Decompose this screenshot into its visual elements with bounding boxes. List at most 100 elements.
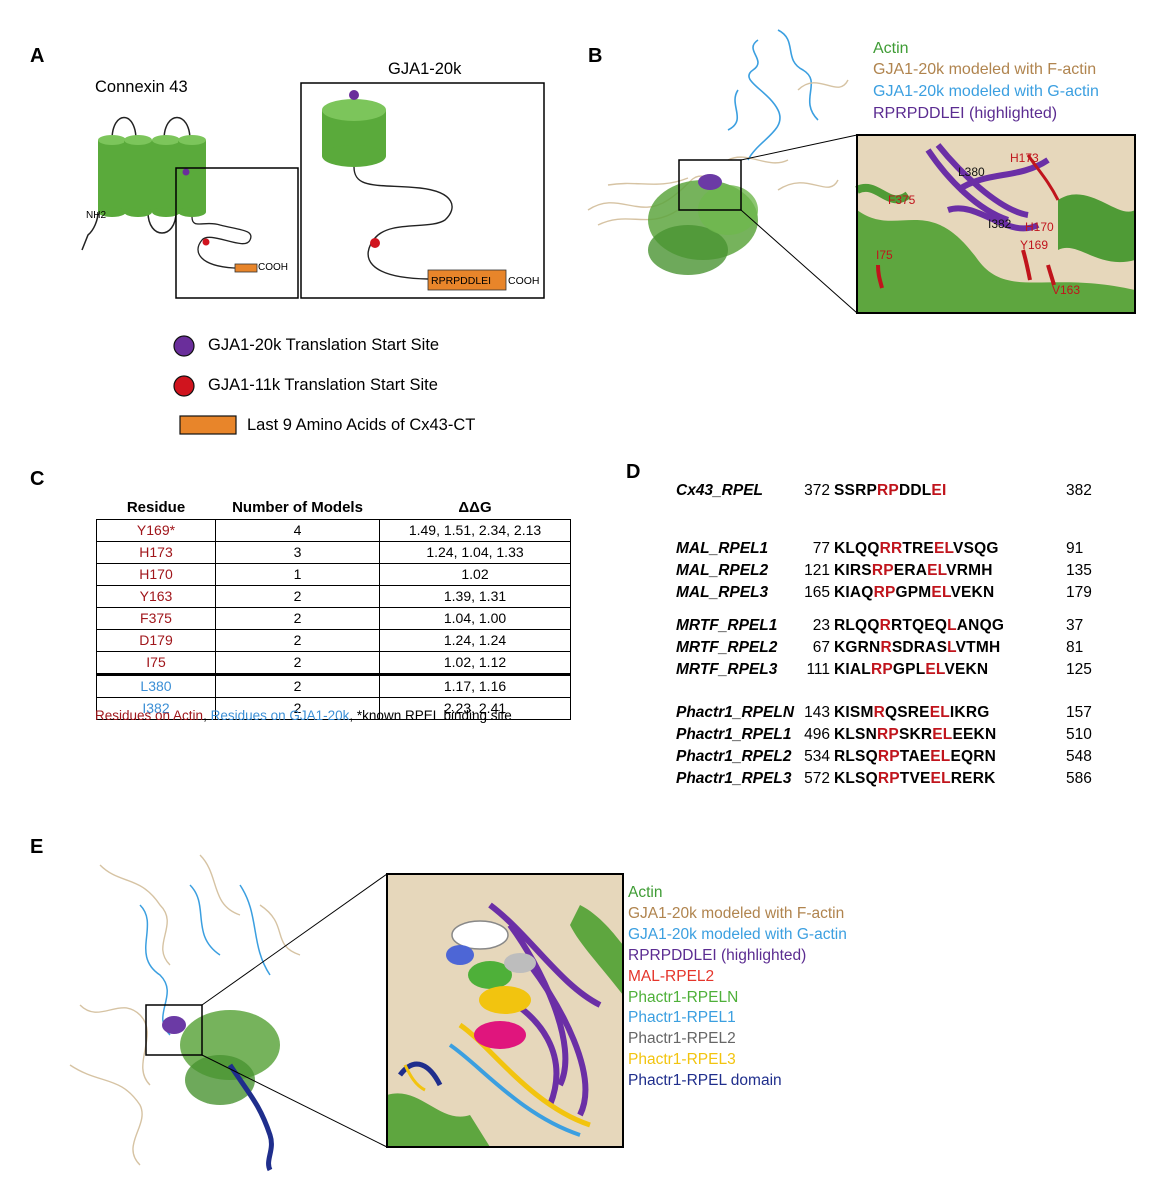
sequence-start: 121 <box>804 562 830 579</box>
cooh-label-small: COOH <box>258 262 288 273</box>
sequence-residues: RLSQRPTAEELEQRN <box>834 748 997 765</box>
sequence-name: Phactr1_RPELN <box>676 704 795 721</box>
zoom-inset-b <box>855 135 1135 313</box>
cooh-label-large: COOH <box>508 275 540 287</box>
zoom-inset-e <box>387 874 623 1147</box>
sequence-end: 91 <box>1066 540 1084 557</box>
header-ddg: ΔΔG <box>458 498 492 516</box>
sequence-end: 135 <box>1066 562 1092 579</box>
legend-e-item: Phactr1-RPEL2 <box>628 1030 736 1048</box>
motif-box-label: RPRPDDLEI <box>431 275 492 287</box>
residue-label-l380: L380 <box>958 165 985 179</box>
sequence-residues: KIRSRPERAELVRMH <box>834 562 993 579</box>
actin-structure-b <box>648 180 758 275</box>
e-g-actin-ribbons <box>139 884 271 1036</box>
header-models: Number of Models <box>232 498 363 516</box>
motif-ribbons-b <box>925 143 1050 232</box>
legend-purple-circle <box>173 335 195 357</box>
sequence-name: Cx43_RPEL <box>676 482 764 499</box>
gja1-20k-title: GJA1-20k <box>388 60 462 78</box>
sequence-residues: KIALRPGPLELVEKN <box>834 661 989 678</box>
sequence-end: 81 <box>1066 639 1084 656</box>
sequence-name: MRTF_RPEL3 <box>676 661 778 678</box>
sequence-residues: SSRPRPDDLEI <box>834 482 947 499</box>
sequence-start: 143 <box>804 704 830 721</box>
cell-residue: F375 <box>96 607 216 630</box>
cell-ddg: 2.23, 2.41 <box>379 697 571 720</box>
sequence-start: 23 <box>812 617 830 634</box>
legend-b-g-actin: GJA1-20k modeled with G-actin <box>873 83 1099 100</box>
sequence-residues: KIAQRPGPMELVEKN <box>834 584 995 601</box>
table-header-row: Residue Number of Models ΔΔG <box>97 497 571 520</box>
e-f-actin-ribbons <box>69 854 301 1166</box>
sequence-residues: RLQQRRTQEQLANQG <box>834 617 1005 634</box>
sequence-residues: KLQQRRTREELVSQG <box>834 540 999 557</box>
sequence-end: 37 <box>1066 617 1084 634</box>
sequence-start: 372 <box>804 482 830 499</box>
cell-residue: Y169* <box>96 519 216 542</box>
legend-b-actin: Actin <box>873 40 909 57</box>
e-motif-small <box>162 1016 186 1034</box>
legend-e-item: Phactr1-RPEL domain <box>628 1072 782 1090</box>
legend-orange-rect <box>179 415 237 435</box>
sequence-end: 382 <box>1066 482 1092 499</box>
cell-models: 2 <box>215 607 380 630</box>
connexin-title: Connexin 43 <box>95 78 188 96</box>
sequence-name: Phactr1_RPEL2 <box>676 748 792 765</box>
cell-ddg: 1.17, 1.16 <box>379 673 571 698</box>
sequence-residues: KGRNRSDRASLVTMH <box>834 639 1001 656</box>
sequence-residues: KISMRQSREELIKRG <box>834 704 990 721</box>
connexin-loops <box>81 116 191 251</box>
nh2-label: NH2 <box>86 210 107 221</box>
legend-a-item-2: GJA1-11k Translation Start Site <box>208 376 438 394</box>
sequence-name: Phactr1_RPEL3 <box>676 770 792 787</box>
sequence-name: MRTF_RPEL2 <box>676 639 778 656</box>
footnote-known: , *known RPEL binding site <box>349 708 512 723</box>
cell-ddg: 1.24, 1.04, 1.33 <box>379 541 571 564</box>
sequence-name: Phactr1_RPEL1 <box>676 726 792 743</box>
legend-b-f-actin: GJA1-20k modeled with F-actin <box>873 61 1097 78</box>
cell-ddg: 1.39, 1.31 <box>379 585 571 608</box>
gja1-g-actin-ribbons <box>727 29 819 161</box>
residue-label-f375: F375 <box>888 193 916 207</box>
legend-a-item-3: Last 9 Amino Acids of Cx43-CT <box>247 416 476 434</box>
legend-e-item: Actin <box>628 884 663 901</box>
residue-label-i382: I382 <box>988 217 1012 231</box>
cell-models: 2 <box>215 651 380 675</box>
sequence-name: MRTF_RPEL1 <box>676 617 778 634</box>
cell-residue: I382 <box>96 697 216 720</box>
sequence-end: 125 <box>1066 661 1092 678</box>
e-rpel-domain-helix <box>227 1063 274 1172</box>
panel-label-d: D <box>626 461 641 483</box>
structure-image-e <box>69 854 624 1172</box>
sequence-end: 157 <box>1066 704 1092 721</box>
header-residue: Residue <box>126 498 186 516</box>
legend-e-item: MAL-RPEL2 <box>628 967 715 985</box>
legend-e-item: RPRPDDLEI (highlighted) <box>628 946 807 964</box>
cell-models: 2 <box>215 697 380 720</box>
sequence-name: MAL_RPEL2 <box>676 562 769 579</box>
residue-label-h170: H170 <box>1025 220 1054 234</box>
cell-models: 2 <box>215 629 380 652</box>
cell-ddg: 1.02 <box>379 563 571 586</box>
panel-label-a: A <box>30 45 45 67</box>
cell-ddg: 1.49, 1.51, 2.34, 2.13 <box>379 519 571 542</box>
cell-models: 1 <box>215 563 380 586</box>
gja1-tail <box>353 166 453 280</box>
sequence-start: 534 <box>804 748 830 765</box>
legend-e-item: GJA1-20k modeled with G-actin <box>628 925 847 943</box>
ct-tail-small <box>191 216 252 269</box>
cell-ddg: 1.04, 1.00 <box>379 607 571 630</box>
sequence-end: 179 <box>1066 584 1092 601</box>
